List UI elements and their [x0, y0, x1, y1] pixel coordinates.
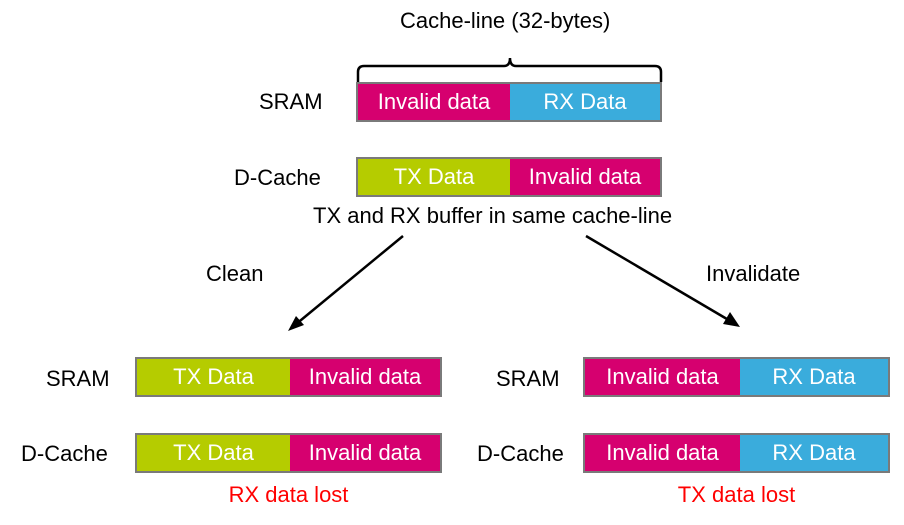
clean-label: Clean: [206, 261, 264, 286]
invalidate-sram-rx-cell: RX Data: [740, 359, 888, 395]
clean-sram-tx-cell: TX Data: [137, 359, 290, 395]
top-sram-label: SRAM: [259, 89, 323, 114]
top-dcache-label: D-Cache: [234, 165, 321, 190]
invalidate-dcache-label: D-Cache: [477, 441, 564, 466]
clean-dcache-label: D-Cache: [21, 441, 108, 466]
clean-sram-label: SRAM: [46, 366, 110, 391]
top-sram-bar: Invalid data RX Data: [356, 82, 662, 122]
clean-arrow: [294, 235, 404, 326]
invalidate-dcache-rx-cell: RX Data: [740, 435, 888, 471]
invalidate-dcache-invalid-cell: Invalid data: [585, 435, 740, 471]
clean-sram-invalid-cell: Invalid data: [290, 359, 440, 395]
cache-line-label: Cache-line (32-bytes): [400, 8, 611, 33]
invalidate-sram-label: SRAM: [496, 366, 560, 391]
invalidate-sram-invalid-cell: Invalid data: [585, 359, 740, 395]
invalidate-dcache-bar: Invalid data RX Data: [583, 433, 890, 473]
invalidate-arrow: [585, 234, 733, 324]
top-dcache-tx-cell: TX Data: [358, 159, 510, 195]
top-sram-rx-cell: RX Data: [510, 84, 660, 120]
clean-arrowhead: [288, 316, 304, 331]
clean-dcache-invalid-cell: Invalid data: [290, 435, 440, 471]
invalidate-arrowhead: [723, 312, 740, 327]
top-dcache-invalid-cell: Invalid data: [510, 159, 660, 195]
invalidate-sram-bar: Invalid data RX Data: [583, 357, 890, 397]
top-sram-invalid-cell: Invalid data: [358, 84, 510, 120]
top-dcache-bar: TX Data Invalid data: [356, 157, 662, 197]
invalidate-result-label: TX data lost: [677, 482, 796, 507]
clean-sram-bar: TX Data Invalid data: [135, 357, 442, 397]
top-caption: TX and RX buffer in same cache-line: [313, 203, 673, 228]
clean-dcache-bar: TX Data Invalid data: [135, 433, 442, 473]
clean-result-label: RX data lost: [228, 482, 349, 507]
cache-line-brace: [356, 57, 663, 82]
clean-dcache-tx-cell: TX Data: [137, 435, 290, 471]
invalidate-label: Invalidate: [706, 261, 801, 286]
